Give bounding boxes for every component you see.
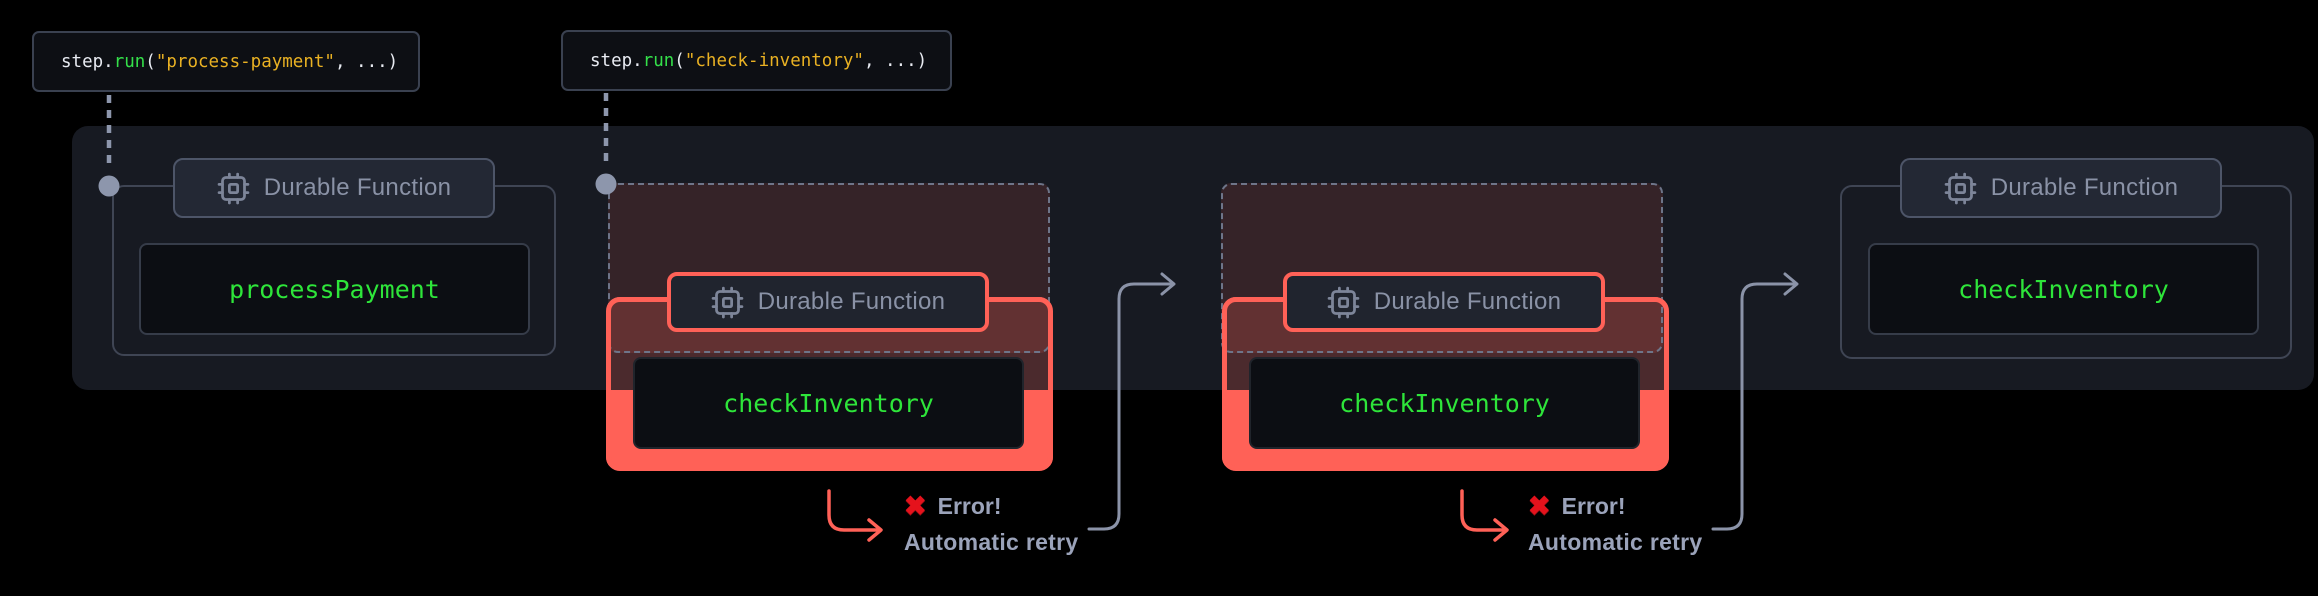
code-token: step. <box>61 51 114 72</box>
error-arrow-2 <box>1460 489 1509 542</box>
cpu-chip-icon <box>217 172 250 204</box>
function-name-box-retry-1: checkInventory <box>633 357 1024 449</box>
cpu-chip-icon <box>1327 286 1360 318</box>
error-x-icon: ✖ <box>1528 491 1551 521</box>
function-name: checkInventory <box>1339 388 1550 418</box>
code-token-run: run <box>642 50 675 71</box>
durable-function-badge-first: Durable Function <box>173 158 495 218</box>
function-name-box-retry-2: checkInventory <box>1249 357 1640 449</box>
code-token: ( <box>674 50 685 71</box>
function-name-box-check-inventory: checkInventory <box>1868 243 2259 335</box>
code-token-run: run <box>113 51 146 72</box>
error-label-2: ✖ Error! Automatic retry <box>1528 493 1702 556</box>
function-name-box-process-payment: processPayment <box>139 243 530 335</box>
code-token-string: "process-payment" <box>155 51 335 72</box>
error-title: Error! <box>937 493 1002 519</box>
badge-label: Durable Function <box>1373 288 1562 315</box>
automatic-retry-label: Automatic retry <box>904 529 1079 555</box>
code-snippet-process-payment: step.run("process-payment", ...) <box>32 31 420 92</box>
durable-function-badge-final: Durable Function <box>1900 158 2222 218</box>
badge-label: Durable Function <box>757 288 946 315</box>
code-token: , ...) <box>334 51 399 72</box>
badge-label: Durable Function <box>263 174 452 201</box>
code-token-string: "check-inventory" <box>684 50 864 71</box>
code-token: , ...) <box>863 50 928 71</box>
cpu-chip-icon <box>1944 172 1977 204</box>
durable-function-badge-retry-1: Durable Function <box>667 272 989 332</box>
code-token: step. <box>590 50 643 71</box>
error-title: Error! <box>1561 493 1626 519</box>
function-name: checkInventory <box>723 388 934 418</box>
automatic-retry-label: Automatic retry <box>1528 529 1703 555</box>
code-token: ( <box>145 51 156 72</box>
error-arrow-1 <box>827 489 883 542</box>
error-label-1: ✖ Error! Automatic retry <box>904 493 1078 556</box>
error-x-icon: ✖ <box>904 491 927 521</box>
badge-label: Durable Function <box>1990 174 2179 201</box>
code-snippet-check-inventory: step.run("check-inventory", ...) <box>561 30 952 91</box>
cpu-chip-icon <box>711 286 744 318</box>
function-name: checkInventory <box>1958 274 2169 304</box>
durable-function-badge-retry-2: Durable Function <box>1283 272 1605 332</box>
function-name: processPayment <box>229 274 440 304</box>
